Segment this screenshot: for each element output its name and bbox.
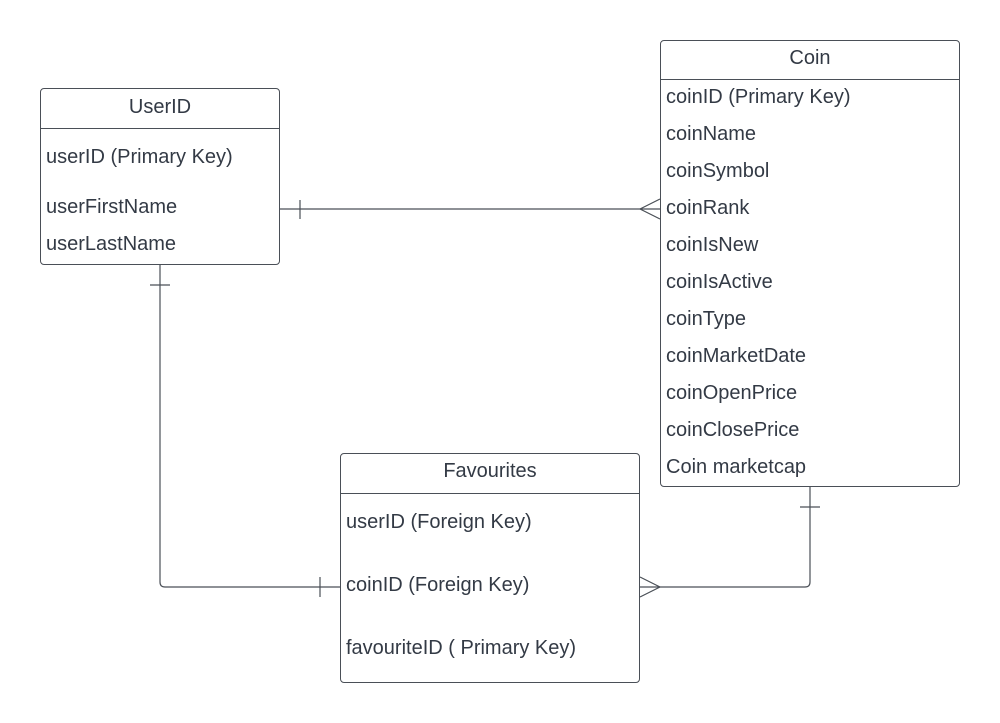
field-coinrank: coinRank	[666, 197, 750, 219]
field-fav-coinid: coinID (Foreign Key)	[346, 574, 530, 596]
entity-coin[interactable]: Coin coinID (Primary Key) coinName coinS…	[660, 40, 960, 487]
field-coinisnew: coinIsNew	[666, 234, 759, 256]
field-coinmarketdate: coinMarketDate	[666, 345, 807, 367]
crowfoot-marker-favourites	[639, 576, 661, 598]
field-favouriteid: favouriteID ( Primary Key)	[346, 637, 577, 659]
entity-favourites[interactable]: Favourites userID (Foreign Key) coinID (…	[340, 453, 640, 683]
connector-coin-favourites[interactable]	[640, 487, 811, 588]
field-coinopenprice: coinOpenPrice	[666, 382, 798, 404]
field-coin-marketcap: Coin marketcap	[666, 456, 807, 478]
field-coinsymbol: coinSymbol	[666, 160, 770, 182]
field-coinisactive: coinIsActive	[666, 271, 773, 293]
entity-userid-title: UserID	[41, 89, 279, 129]
connector-user-favourites[interactable]	[159, 265, 340, 588]
field-coinname: coinName	[666, 123, 757, 145]
entity-userid[interactable]: UserID userID (Primary Key) userFirstNam…	[40, 88, 280, 265]
entity-favourites-title: Favourites	[341, 454, 639, 494]
field-fav-userid: userID (Foreign Key)	[346, 511, 532, 533]
field-coinid: coinID (Primary Key)	[666, 86, 851, 108]
field-cointype: coinType	[666, 308, 747, 330]
field-userfirstname: userFirstName	[46, 196, 178, 218]
entity-coin-title: Coin	[661, 41, 959, 80]
field-coincloseprice: coinClosePrice	[666, 419, 800, 441]
crowfoot-marker-coin	[639, 198, 661, 220]
field-userid: userID (Primary Key)	[46, 146, 233, 168]
field-userlastname: userLastName	[46, 233, 177, 255]
